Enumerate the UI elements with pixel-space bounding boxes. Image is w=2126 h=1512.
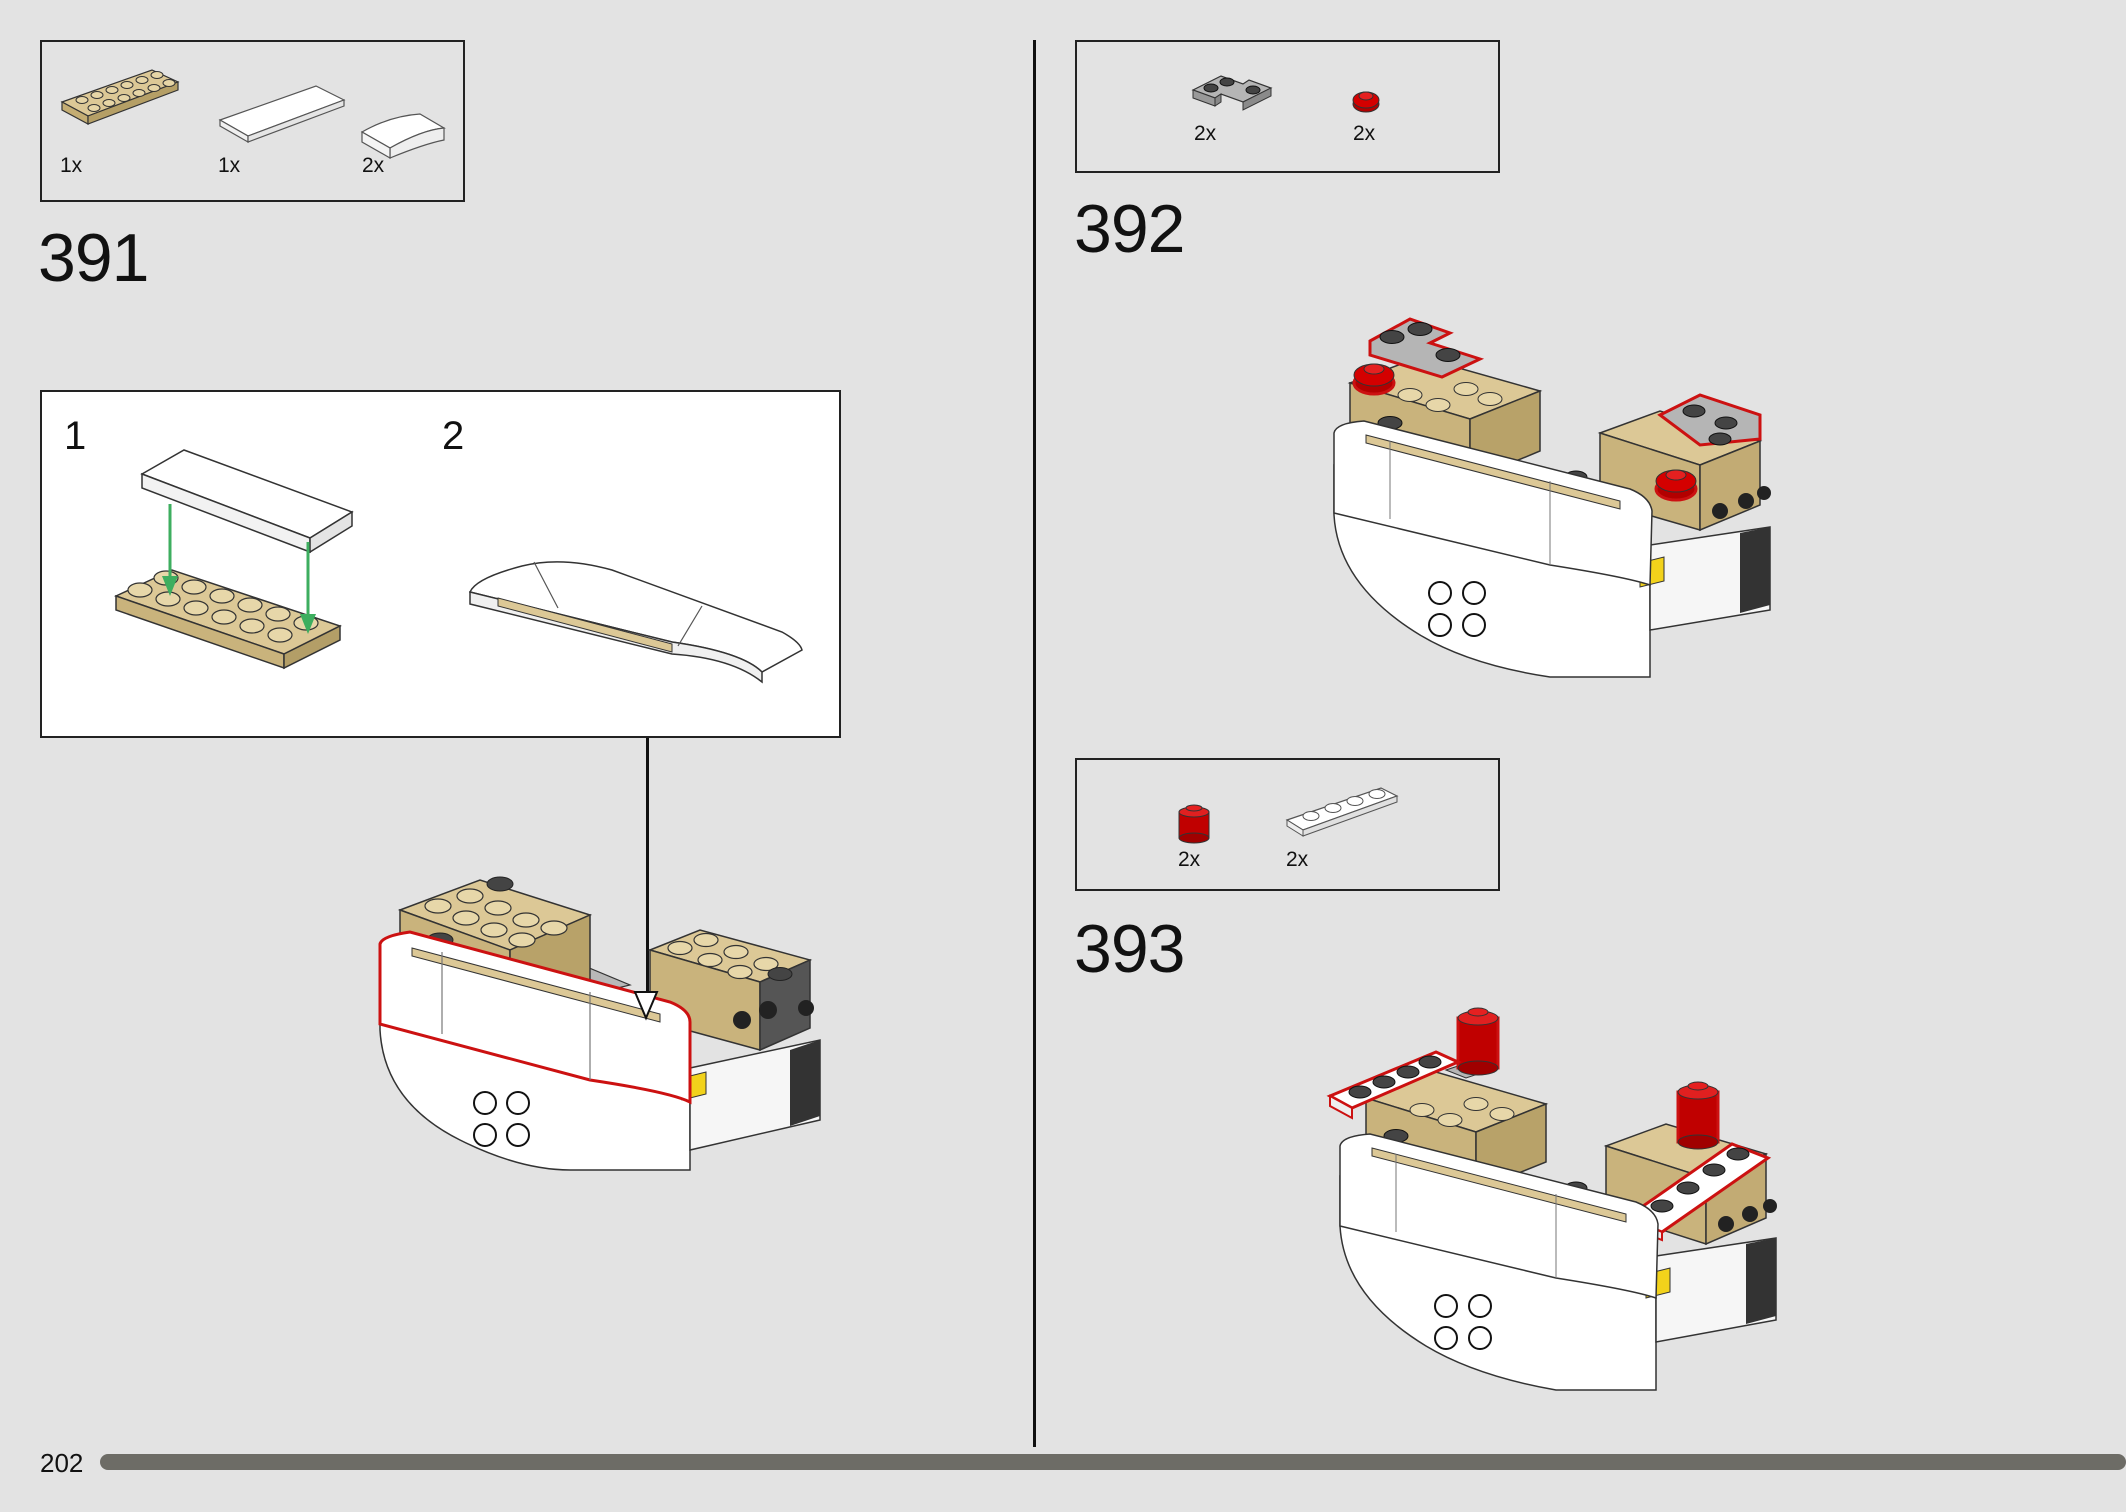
step-number: 393 xyxy=(1074,911,1185,987)
substep-number: 1 xyxy=(64,414,87,458)
part-qty: 2x xyxy=(1286,848,1309,871)
callout-pointer-line xyxy=(646,738,649,1000)
page-number: 202 xyxy=(40,1448,84,1478)
part-qty: 1x xyxy=(218,154,241,177)
part-qty: 2x xyxy=(362,154,385,177)
curved-panel-illustration xyxy=(468,561,803,684)
white-curved-slope-icon xyxy=(360,113,446,160)
part-qty: 2x xyxy=(1178,848,1201,871)
tile-on-plate-illustration xyxy=(113,449,354,670)
red-round-plate-icon xyxy=(1352,91,1380,113)
parts-list-step-391: 1x 1x 2x xyxy=(40,40,465,202)
part-qty: 2x xyxy=(1353,122,1376,145)
part-qty: 1x xyxy=(60,154,83,177)
white-plate-1x4-icon xyxy=(1285,787,1399,837)
model-step-391 xyxy=(378,876,821,1171)
substep-number: 2 xyxy=(442,414,465,458)
model-step-393 xyxy=(1326,1007,1777,1391)
sub-assembly-callout: 1 2 xyxy=(40,390,841,738)
model-step-392 xyxy=(1333,317,1771,678)
tan-plate-2x6-icon xyxy=(60,69,180,126)
step-number: 391 xyxy=(38,220,149,296)
white-tile-2x6-icon xyxy=(218,85,346,144)
parts-list-step-392: 2x 2x xyxy=(1075,40,1500,173)
progress-bar xyxy=(100,1454,2126,1470)
page-divider xyxy=(1033,40,1036,1447)
red-round-brick-icon xyxy=(1178,804,1210,844)
part-qty: 2x xyxy=(1194,122,1217,145)
parts-list-step-393: 2x 2x xyxy=(1075,758,1500,891)
grey-corner-plate-icon xyxy=(1191,75,1273,111)
step-number: 392 xyxy=(1074,191,1185,267)
